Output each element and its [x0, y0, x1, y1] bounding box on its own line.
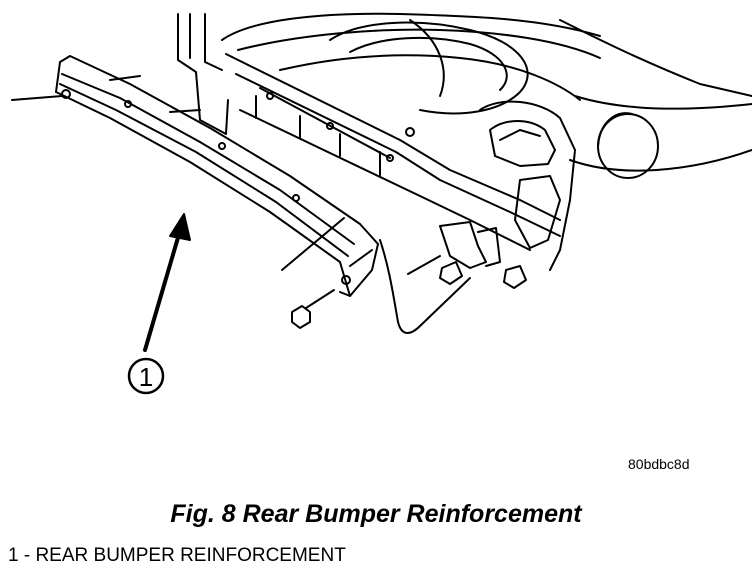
mounting-bolt — [291, 289, 335, 329]
legend: 1 - REAR BUMPER REINFORCEMENT — [8, 545, 346, 567]
legend-item: 1 - REAR BUMPER REINFORCEMENT — [8, 545, 346, 566]
figure-code: 80bdbc8d — [628, 456, 690, 472]
vehicle-rear-body — [177, 12, 752, 334]
alignment-lines — [11, 75, 441, 275]
callout-circle-1 — [127, 357, 165, 395]
callout-leader-arrow — [143, 213, 191, 352]
figure-caption: Fig. 8 Rear Bumper Reinforcement — [170, 500, 582, 528]
callout-number-1: 1 — [139, 362, 153, 392]
rear-bumper-reinforcement — [55, 55, 379, 297]
